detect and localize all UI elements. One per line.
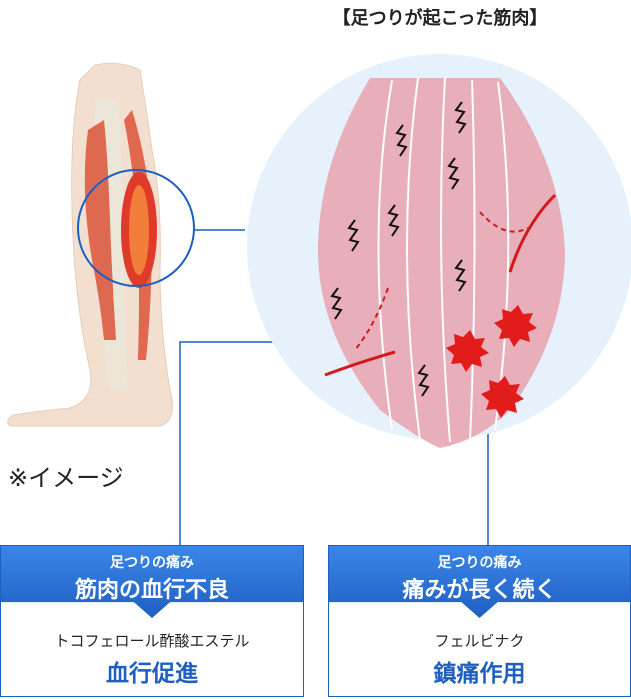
pain-bursts [446,305,537,418]
zoom-circle [77,169,195,287]
effect-result: 鎮痛作用 [433,661,526,687]
effect-problem: 痛みが長く続く [402,578,557,603]
effect-box-pain-relief: 足つりの痛み 痛みが長く続く フェルビナク 鎮痛作用 [328,545,631,697]
ingredient-name: トコフェロール酢酸エステル [54,632,250,650]
leg-illustration [7,62,195,427]
effect-category: 足つりの痛み [437,555,522,571]
effect-result: 血行促進 [106,661,198,687]
tear-lines [324,193,557,377]
muscle-bubble [247,54,631,448]
ingredient-name: フェルビナク [434,632,525,650]
page-title: 【足つりが起こった筋肉】 [332,8,548,29]
effect-problem: 筋肉の血行不良 [74,578,229,603]
effect-box-circulation: 足つりの痛み 筋肉の血行不良 トコフェロール酢酸エステル 血行促進 [0,545,304,697]
spasm-marks [330,101,467,397]
image-note: ※イメージ [8,464,124,492]
effect-category: 足つりの痛み [110,555,194,571]
